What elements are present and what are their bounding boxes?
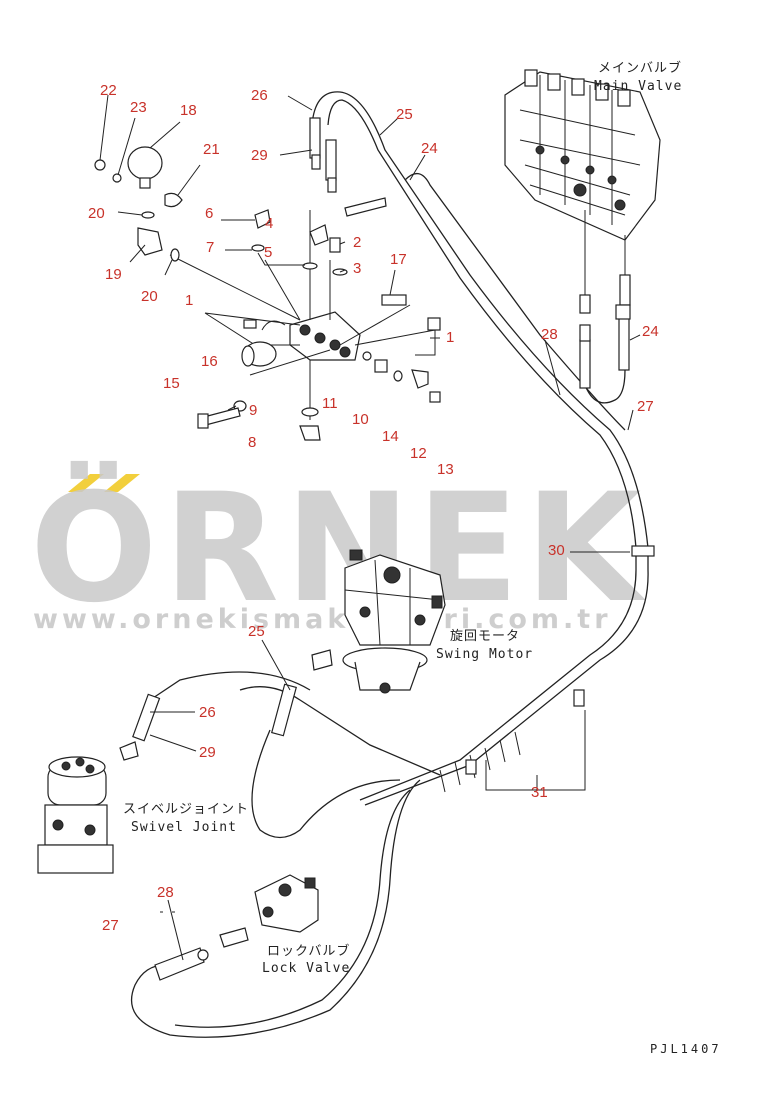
swivel-joint-label-en: Swivel Joint: [131, 820, 237, 835]
callout-9: 9: [249, 402, 257, 419]
callout-6: 6: [205, 205, 213, 222]
watermark-brand: ÖRNEK: [30, 460, 647, 636]
callout-27: 27: [102, 917, 119, 934]
swivel-joint-drawing: [37, 756, 114, 874]
callout-11: 11: [322, 395, 338, 412]
callout-20: 20: [88, 205, 105, 222]
callout-18: 18: [180, 102, 197, 119]
callout-8: 8: [248, 434, 256, 451]
callout-29: 29: [251, 147, 268, 164]
leader-lines: [99, 94, 641, 961]
watermark-url: www.ornekismakinalari.com.tr: [33, 604, 612, 635]
solenoid-block-drawing: [94, 146, 441, 441]
callout-28: 28: [157, 884, 174, 901]
callout-25: 25: [396, 106, 413, 123]
swivel-joint-label-jp: スイベルジョイント: [123, 802, 249, 817]
callout-7: 7: [206, 239, 214, 256]
callout-12: 12: [410, 445, 427, 462]
swing-motor-label-jp: 旋回モータ: [450, 629, 520, 644]
callout-17: 17: [390, 251, 407, 268]
callout-30: 30: [548, 542, 565, 559]
drawing-code: PJL1407: [650, 1042, 722, 1056]
watermark-accent-left: [68, 474, 104, 492]
callout-3: 3: [353, 260, 361, 277]
swing-motor-label-en: Swing Motor: [436, 647, 533, 662]
callout-26: 26: [199, 704, 216, 721]
callout-16: 16: [201, 353, 218, 370]
callout-19: 19: [105, 266, 122, 283]
callout-14: 14: [382, 428, 399, 445]
callout-10: 10: [352, 411, 369, 428]
main-valve-label-jp: メインバルブ: [598, 60, 682, 76]
callout-29: 29: [199, 744, 216, 761]
callout-22: 22: [100, 82, 117, 99]
callout-15: 15: [163, 375, 180, 392]
hoses-lower: [119, 545, 655, 1038]
main-valve-drawing: [504, 69, 661, 314]
callout-4: 4: [265, 215, 273, 232]
callout-1: 1: [185, 292, 193, 309]
callout-31: 31: [531, 784, 548, 801]
callouts: 22 23 18 21 20 6 4 19 7 5 2 3 20 17 1 1 …: [88, 82, 659, 934]
callout-13: 13: [437, 461, 454, 478]
callout-28: 28: [541, 326, 558, 343]
callout-23: 23: [130, 99, 147, 116]
callout-25: 25: [248, 623, 265, 640]
callout-26: 26: [251, 87, 268, 104]
swing-motor-drawing: [342, 549, 446, 694]
lock-valve-label-jp: ロックバルブ: [267, 943, 350, 959]
callout-1: 1: [446, 329, 454, 346]
watermark-accent-right: [104, 474, 140, 492]
callout-24: 24: [642, 323, 659, 340]
lock-valve-drawing: [154, 874, 319, 981]
callout-20: 20: [141, 288, 158, 305]
callout-21: 21: [203, 141, 220, 158]
callout-2: 2: [353, 234, 361, 251]
callout-27: 27: [637, 398, 654, 415]
callout-24: 24: [421, 140, 438, 157]
watermark: ÖRNEK www.ornekismakinalari.com.tr: [30, 460, 647, 636]
lock-valve-label-en: Lock Valve: [262, 961, 350, 976]
main-valve-label-en: Main Valve: [594, 79, 682, 94]
callout-5: 5: [264, 244, 272, 261]
